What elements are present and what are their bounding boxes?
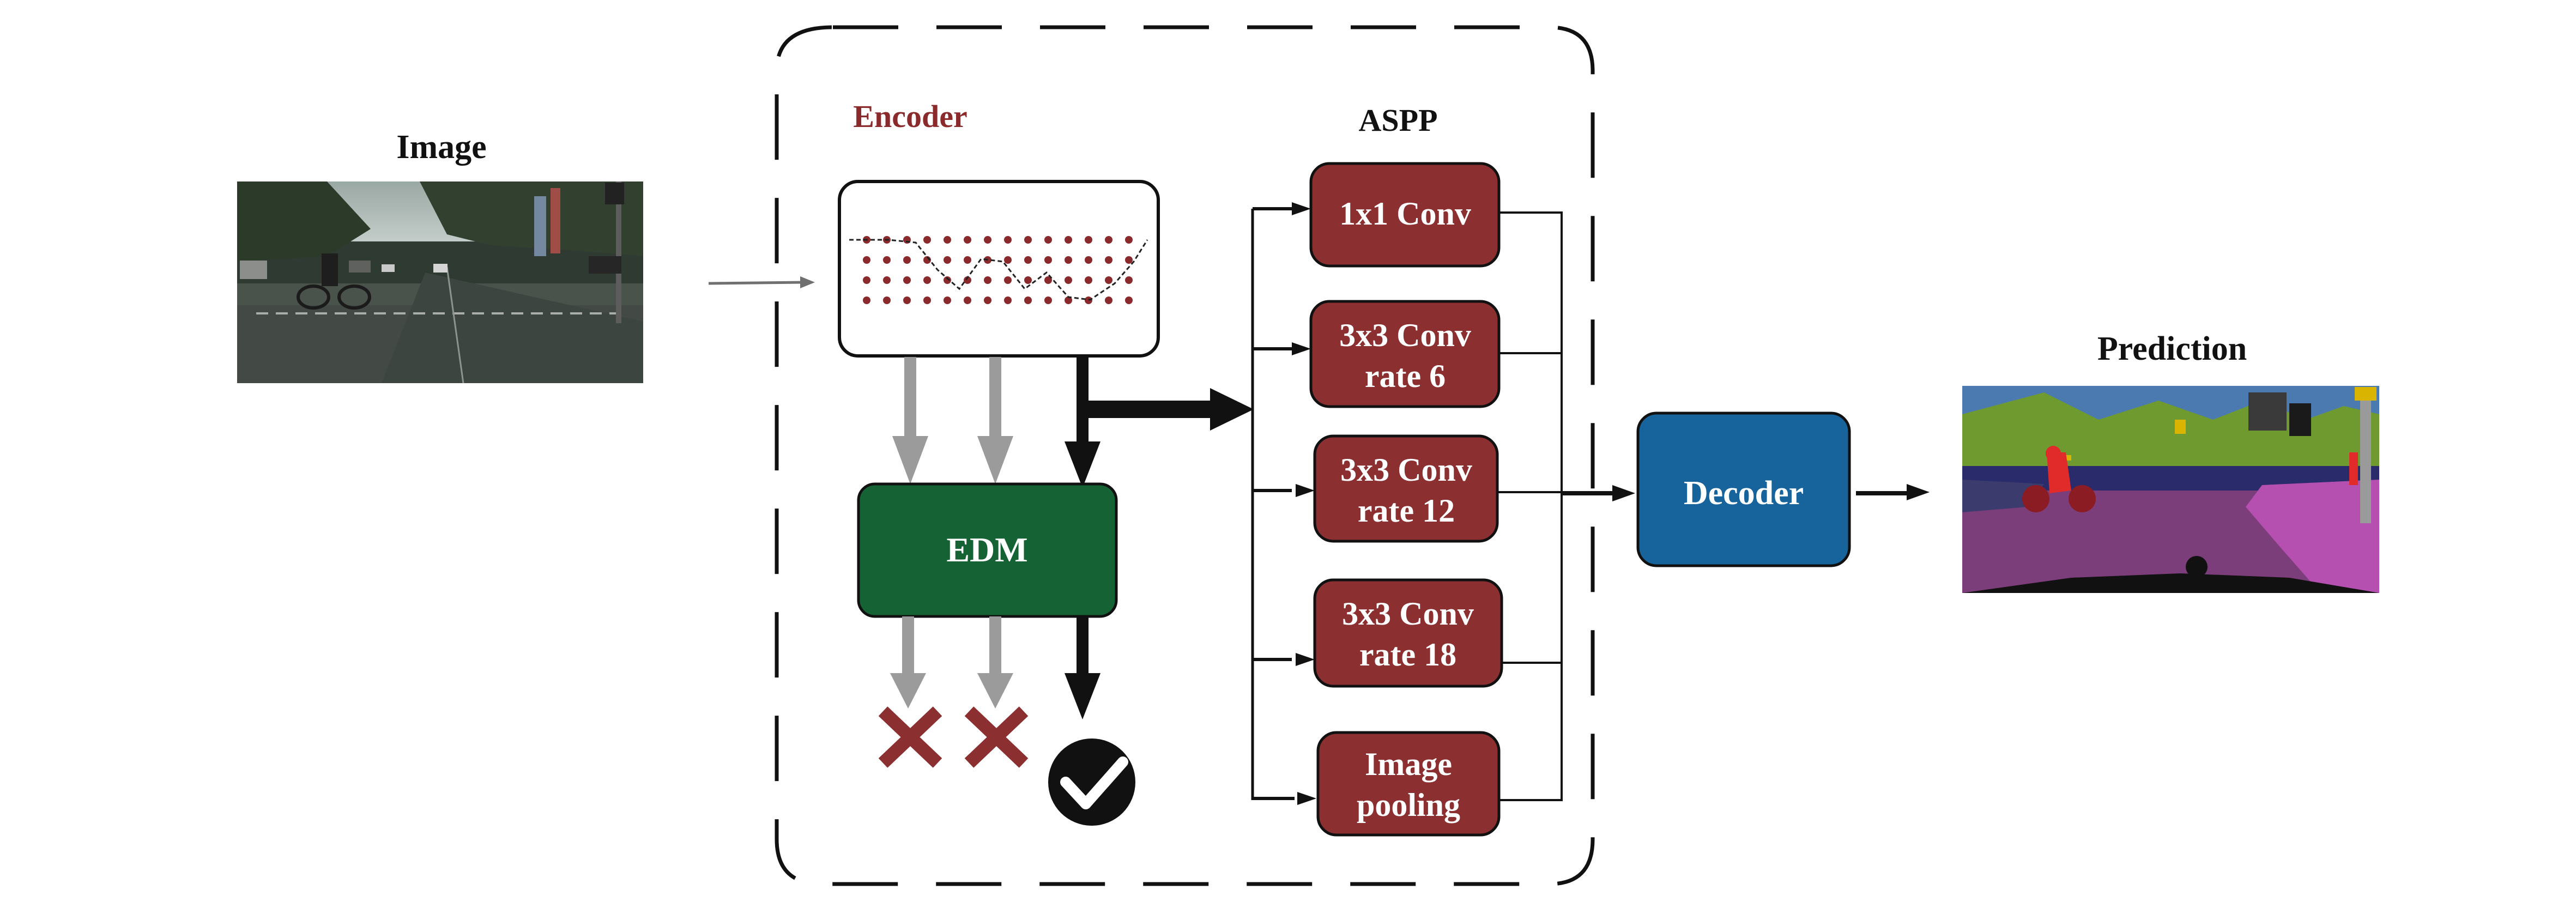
exit-point-dot-grid (863, 236, 1133, 304)
aspp-branch-5-line2: pooling (1357, 787, 1460, 823)
aspp-branch-3x3-rate18: 3x3 Conv rate 18 (1313, 578, 1503, 688)
exit-point-dot (944, 236, 951, 244)
grey-arrow-exit-1 (890, 616, 926, 709)
aspp-branch-3x3-rate12: 3x3 Conv rate 12 (1313, 434, 1499, 543)
exit-point-dot (1024, 256, 1032, 264)
input-arrow (708, 276, 815, 288)
prediction-segmentation-map (1962, 386, 2379, 593)
exit-point-dot (1004, 256, 1012, 264)
exit-point-dot (984, 236, 991, 244)
aspp-branch-image-pooling: Image pooling (1316, 731, 1501, 837)
exit-point-dot (1044, 256, 1052, 264)
prediction-title: Prediction (2097, 330, 2247, 367)
early-exit-path (849, 239, 1148, 301)
exit-point-dot (1105, 276, 1112, 284)
exit-point-dot (923, 276, 931, 284)
arrow-to-prediction (1856, 484, 1930, 500)
exit-point-dot (1105, 296, 1112, 304)
exit-point-dot (964, 276, 971, 284)
input-street-image (237, 181, 643, 384)
exit-point-dot (984, 296, 991, 304)
exit-point-dot (1105, 256, 1112, 264)
exit-point-dot (1044, 296, 1052, 304)
encoder-container (775, 25, 1595, 886)
grey-arrow-2 (977, 357, 1013, 484)
aspp-branch-1x1-conv: 1x1 Conv (1309, 162, 1501, 268)
exit-point-dot (1024, 236, 1032, 244)
exit-point-dot (1065, 256, 1072, 264)
decoder-label: Decoder (1684, 475, 1804, 512)
exit-point-dot (923, 236, 931, 244)
exit-point-dot (903, 296, 911, 304)
decoder-block: Decoder (1636, 411, 1851, 567)
exit-point-dot (1085, 256, 1092, 264)
exit-point-dot (1125, 256, 1133, 264)
arrow-to-decoder (1562, 485, 1635, 501)
exit-point-dot (1125, 276, 1133, 284)
exit-point-dot (1004, 296, 1012, 304)
check-circle-icon (1048, 739, 1135, 826)
exit-point-dot (944, 276, 951, 284)
aspp-branch-4-line2: rate 18 (1359, 637, 1456, 673)
aspp-label: ASPP (1359, 102, 1438, 138)
exit-point-dot (1065, 276, 1072, 284)
exit-point-dot (863, 296, 870, 304)
encoder-label: Encoder (853, 99, 967, 134)
black-arrow-to-edm (1065, 357, 1100, 488)
grey-arrow-1 (892, 357, 928, 484)
exit-point-dot (1085, 276, 1092, 284)
input-image-title: Image (396, 129, 486, 166)
aspp-branch-2-line2: rate 6 (1365, 358, 1446, 394)
aspp-branch-5-line1: Image (1365, 746, 1452, 782)
exit-point-dot (964, 236, 971, 244)
exit-point-dot (964, 296, 971, 304)
encoder-exit-box (838, 180, 1160, 358)
exit-point-dot (903, 276, 911, 284)
exit-point-dot (1065, 296, 1072, 304)
aspp-input-bus (1251, 202, 1316, 805)
aspp-branch-4-line1: 3x3 Conv (1342, 596, 1474, 632)
exit-point-dot (883, 296, 891, 304)
exit-point-dot (1105, 236, 1112, 244)
exit-point-dot (984, 276, 991, 284)
exit-point-dot (863, 256, 870, 264)
edm-label: EDM (946, 530, 1027, 569)
exit-point-dot (1044, 236, 1052, 244)
aspp-branch-3-line1: 3x3 Conv (1340, 452, 1472, 488)
exit-point-dot (944, 256, 951, 264)
exit-point-dot (944, 296, 951, 304)
exit-point-dot (1024, 296, 1032, 304)
aspp-branch-1-line1: 1x1 Conv (1339, 196, 1471, 232)
aspp-branch-3-line2: rate 12 (1358, 493, 1455, 529)
exit-point-dot (1065, 236, 1072, 244)
cross-icon (878, 706, 942, 768)
grey-arrow-exit-2 (977, 616, 1013, 709)
exit-point-dot (1085, 236, 1092, 244)
aspp-branch-2-line1: 3x3 Conv (1339, 317, 1471, 353)
aspp-output-bus (1497, 211, 1563, 801)
exit-point-dot (883, 256, 891, 264)
exit-point-dot (964, 256, 971, 264)
exit-point-dot (863, 276, 870, 284)
exit-point-dot (883, 276, 891, 284)
black-arrow-exit (1065, 616, 1100, 719)
exit-point-dot (1004, 236, 1012, 244)
exit-point-dot (1044, 276, 1052, 284)
edm-block: EDM (857, 482, 1118, 618)
exit-point-dot (1024, 276, 1032, 284)
exit-point-dot (1125, 236, 1133, 244)
exit-point-dot (903, 256, 911, 264)
cross-icon (964, 706, 1029, 768)
exit-point-dot (1004, 276, 1012, 284)
thick-arrow-to-aspp (1089, 388, 1254, 431)
exit-point-dot (923, 296, 931, 304)
exit-point-dot (1125, 296, 1133, 304)
aspp-branch-3x3-rate6: 3x3 Conv rate 6 (1309, 300, 1501, 408)
